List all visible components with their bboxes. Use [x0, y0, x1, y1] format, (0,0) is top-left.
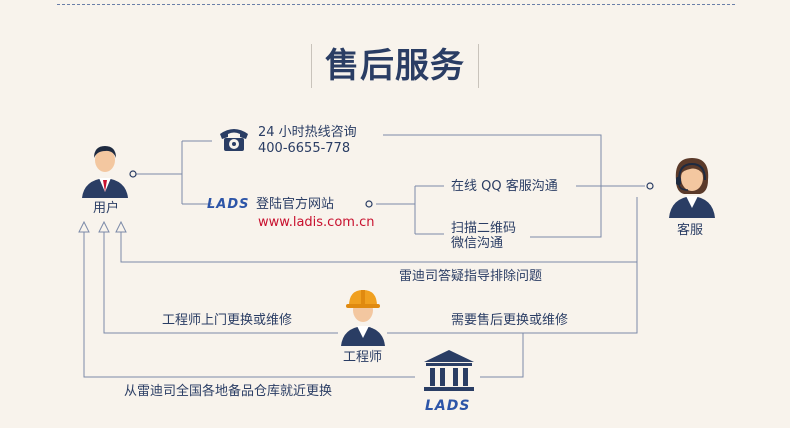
- title-right-bar: [478, 44, 479, 88]
- phone-icon: [220, 129, 248, 151]
- website-label: 登陆官方网站: [256, 197, 335, 212]
- phone-to-service-line: [383, 134, 602, 186]
- warehouse-return-line: [83, 229, 415, 378]
- engineer-return-line: [103, 229, 338, 334]
- phone-line-label: 24 小时热线咨询: [258, 125, 357, 140]
- warehouse-flow-label: 从雷迪司全国各地备品仓库就近更换: [124, 384, 333, 399]
- website-url-link[interactable]: www.ladis.com.cn: [258, 215, 375, 230]
- need-service-label: 需要售后更换或维修: [451, 313, 569, 328]
- need-to-warehouse-line: [480, 333, 524, 378]
- wechat-label: 微信沟通: [451, 236, 504, 251]
- page-title: 售后服务: [325, 46, 465, 86]
- lados-logo: LADS: [207, 197, 250, 212]
- user-connector-dot: [129, 170, 137, 178]
- answer-flow-label: 雷迪司答疑指导排除问题: [399, 269, 543, 284]
- warehouse-lados-logo: LADS: [425, 398, 471, 414]
- answer-return-line: [120, 197, 638, 263]
- scan-to-service-line: [530, 186, 602, 238]
- engineer-label: 工程师: [343, 350, 383, 365]
- phone-number[interactable]: 400-6655-778: [258, 141, 351, 156]
- arrow-engineer-icon: [98, 220, 110, 233]
- top-dashed-divider: [57, 4, 735, 5]
- title-left-bar: [311, 44, 312, 88]
- website-connector-dot: [365, 200, 373, 208]
- arrow-warehouse-icon: [78, 220, 90, 233]
- service-connector-dot: [646, 182, 654, 190]
- customer-service-avatar-icon: [669, 158, 715, 218]
- warehouse-building-icon: [424, 350, 474, 391]
- online-qq-label: 在线 QQ 客服沟通: [451, 179, 558, 194]
- arrow-answer-icon: [115, 220, 127, 233]
- service-to-engineer-line: [387, 262, 638, 334]
- title-block: 售后服务: [311, 44, 479, 88]
- scan-qr-label: 扫描二维码: [451, 221, 517, 236]
- engineer-visit-label: 工程师上门更换或维修: [162, 313, 293, 328]
- engineer-avatar-icon: [341, 290, 385, 346]
- user-avatar-icon: [82, 146, 128, 198]
- service-label: 客服: [677, 223, 704, 238]
- user-label: 用户: [93, 201, 120, 216]
